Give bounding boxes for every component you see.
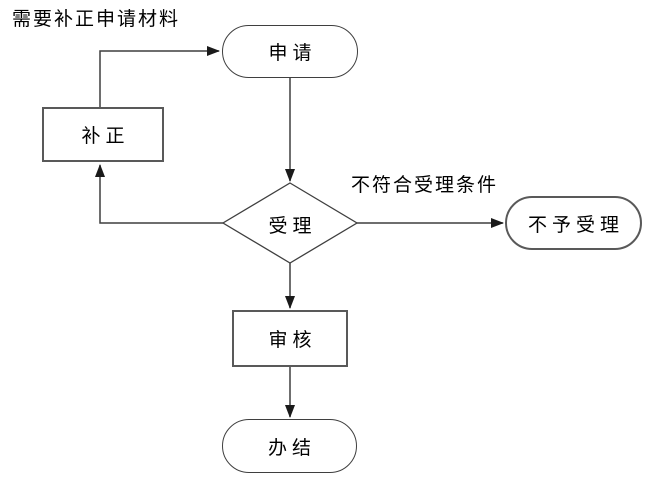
node-supplement: 补正: [42, 107, 164, 162]
edge-accept-to-supplement: [95, 164, 223, 224]
edge-label-reject-condition: 不符合受理条件: [351, 175, 499, 196]
node-reject: 不予受理: [505, 196, 642, 250]
node-apply: 申请: [222, 25, 358, 78]
node-review-label: 审核: [268, 330, 317, 351]
edge-supplement-to-apply: [99, 46, 220, 107]
node-complete: 办结: [222, 419, 357, 473]
node-review: 审核: [232, 310, 348, 367]
node-apply-label: 申请: [268, 43, 317, 64]
node-accept-shape: [221, 182, 359, 264]
node-accept-label: 受理: [268, 216, 317, 237]
node-complete-label: 办结: [267, 437, 316, 459]
node-reject-label: 不予受理: [527, 214, 624, 236]
annotation-supplement-note: 需要补正申请材料: [12, 9, 181, 30]
node-supplement-label: 补正: [81, 126, 130, 147]
